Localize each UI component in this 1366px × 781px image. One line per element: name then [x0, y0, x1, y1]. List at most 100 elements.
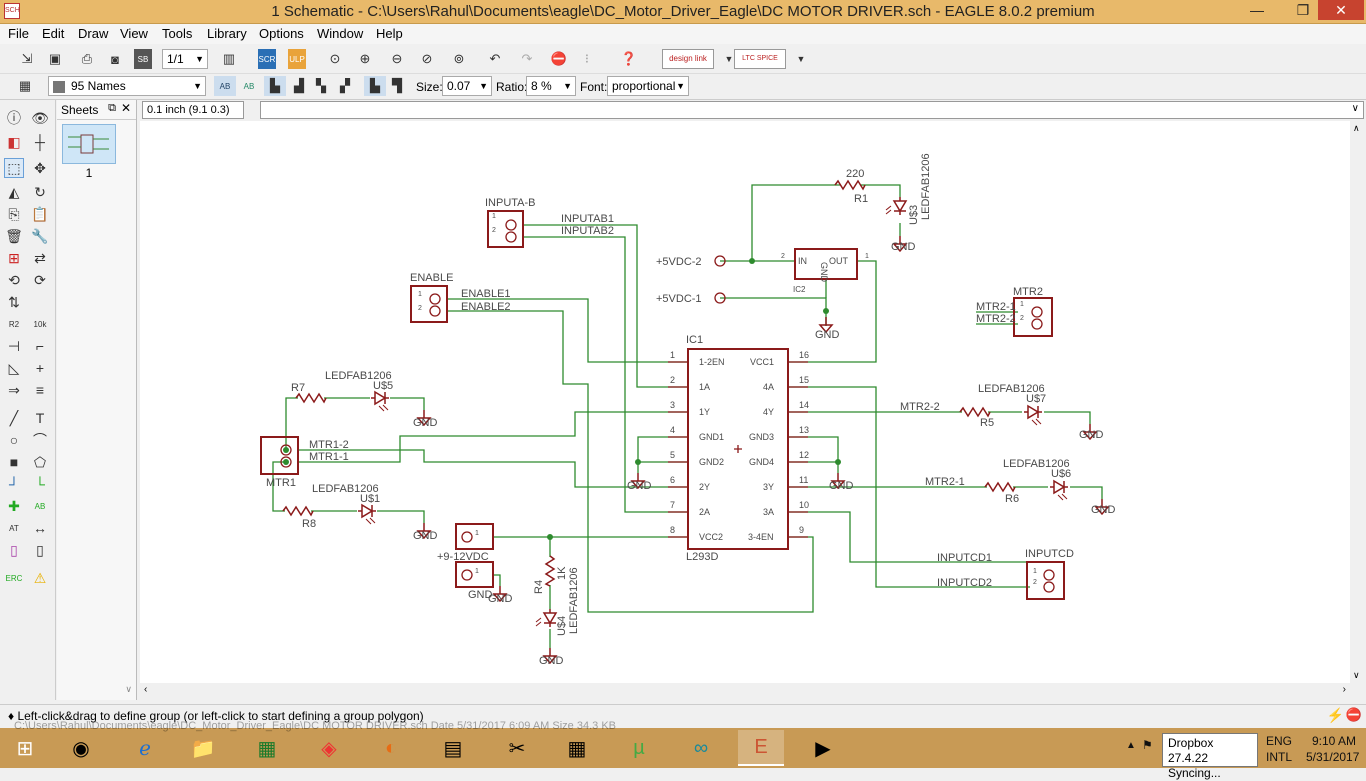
stop-command-icon[interactable]: ⛔: [1345, 707, 1362, 722]
size-select[interactable]: 0.07▼: [442, 76, 492, 96]
command-line-input[interactable]: ∨: [260, 101, 1364, 119]
eagle-taskbar-icon[interactable]: E: [738, 730, 784, 766]
add-part-icon[interactable]: ⊞: [8, 249, 20, 266]
name-icon[interactable]: R2: [8, 319, 20, 329]
script-icon[interactable]: SCR: [258, 49, 276, 69]
design-link-icon[interactable]: design link: [662, 49, 714, 69]
menu-file[interactable]: File: [8, 26, 29, 41]
dimension-icon[interactable]: ↔: [33, 520, 47, 536]
cam-icon[interactable]: ◙: [111, 51, 119, 67]
store-icon[interactable]: ▦: [257, 737, 277, 760]
file-explorer-icon[interactable]: 📁: [190, 737, 216, 760]
attribute-icon[interactable]: AT: [9, 523, 19, 533]
display-layers-icon[interactable]: ◧: [7, 133, 21, 150]
port-icon[interactable]: ▯: [36, 541, 44, 558]
zoom-redraw-icon[interactable]: ⊘: [421, 51, 433, 66]
internet-explorer-icon[interactable]: ℯ: [139, 737, 151, 760]
utorrent-icon[interactable]: µ: [633, 736, 645, 759]
clock-date[interactable]: 5/31/2017: [1306, 750, 1360, 764]
value-icon[interactable]: 10k: [33, 319, 47, 329]
go-icon[interactable]: ⁝: [584, 51, 590, 66]
errors-warning-icon[interactable]: ⚠: [33, 569, 47, 586]
menu-window[interactable]: Window: [317, 26, 364, 41]
gom-player-icon[interactable]: ◈: [321, 737, 337, 760]
restore-button[interactable]: ❐: [1296, 2, 1310, 18]
rotate-icon[interactable]: ↻: [34, 183, 46, 200]
pin-swap-icon[interactable]: ⇅: [8, 293, 20, 310]
text-align-ab-icon[interactable]: AB: [214, 76, 236, 96]
sheet-select[interactable]: 1/1▼: [162, 49, 208, 69]
copy-icon[interactable]: ⎘: [8, 205, 20, 222]
menu-edit[interactable]: Edit: [42, 26, 65, 41]
open-icon[interactable]: ⇲: [21, 51, 33, 66]
menu-draw[interactable]: Draw: [78, 26, 109, 41]
menu-view[interactable]: View: [120, 26, 148, 41]
clock-time[interactable]: 9:10 AM: [1312, 734, 1357, 748]
eagle-app-icon[interactable]: SCH: [4, 3, 20, 19]
bus-icon[interactable]: ┘: [9, 476, 19, 492]
zoom-out-icon[interactable]: ⊖: [391, 51, 403, 66]
zoom-fit-icon[interactable]: ⊙: [329, 51, 341, 66]
font-select[interactable]: proportional▼: [607, 76, 689, 96]
ltc-spice-dropdown-icon[interactable]: ▼: [796, 54, 806, 64]
ltc-spice-icon[interactable]: LTC SPICE: [734, 49, 786, 69]
undock-icon[interactable]: ⧉: [108, 102, 116, 114]
align-bottom-center-icon[interactable]: ▟: [294, 78, 304, 93]
snipping-tool-icon[interactable]: ✂: [508, 737, 526, 760]
grid-icon[interactable]: ▦: [18, 78, 32, 93]
bus-connect-icon[interactable]: ≡: [35, 382, 45, 398]
close-button[interactable]: ✕: [1318, 0, 1364, 20]
net-icon[interactable]: └: [35, 476, 45, 492]
delete-icon[interactable]: 🗑: [5, 227, 23, 244]
move-icon[interactable]: ✥: [34, 159, 46, 176]
line-icon[interactable]: ╱: [9, 409, 19, 426]
erc-icon[interactable]: ERC: [5, 573, 23, 583]
scroll-up-icon[interactable]: ∧: [1353, 123, 1360, 133]
arduino-icon[interactable]: ∞: [693, 736, 709, 759]
ulp-icon[interactable]: ULP: [288, 49, 306, 69]
text-style-icon[interactable]: ▜: [392, 78, 402, 93]
start-button-icon[interactable]: ⊞: [16, 737, 34, 760]
stop-icon[interactable]: ⛔: [550, 51, 568, 66]
minimize-button[interactable]: —: [1250, 2, 1264, 18]
vertical-scrollbar[interactable]: ∧ ∨: [1350, 121, 1366, 683]
text-mirror-ab-icon[interactable]: AB: [243, 81, 255, 91]
menu-help[interactable]: Help: [376, 26, 403, 41]
sticky-notes-icon[interactable]: ▤: [443, 737, 463, 760]
sheet-thumbnail[interactable]: [62, 124, 116, 164]
help-icon[interactable]: ❓: [620, 51, 638, 66]
replace-icon[interactable]: ⇄: [34, 249, 46, 266]
firefox-icon[interactable]: ◐: [384, 736, 398, 759]
close-panel-icon[interactable]: ✕: [120, 101, 131, 115]
change-icon[interactable]: 🔧: [31, 227, 49, 244]
zoom-select-icon[interactable]: ⊚: [453, 51, 465, 66]
align-center-icon[interactable]: ▞: [340, 78, 350, 93]
run-ulp-icon[interactable]: ▥: [222, 51, 236, 66]
group-select-icon[interactable]: ⬚: [4, 158, 24, 178]
info-icon[interactable]: ⓘ: [7, 110, 21, 126]
gate-swap-icon[interactable]: ⟳: [34, 271, 46, 288]
media-player-icon[interactable]: ▶: [815, 737, 831, 760]
circle-icon[interactable]: ○: [9, 432, 19, 448]
menu-options[interactable]: Options: [259, 26, 304, 41]
schematic-canvas[interactable]: INPUTA-B INPUTAB1 INPUTAB2 ENABLE ENABLE…: [140, 121, 1350, 683]
show-icon[interactable]: 👁: [31, 109, 49, 126]
paste-icon[interactable]: 📋: [31, 205, 49, 222]
command-history-dropdown-icon[interactable]: ∨: [1351, 103, 1359, 114]
lightning-icon[interactable]: ⚡: [1326, 707, 1344, 723]
chrome-icon[interactable]: ◉: [72, 737, 90, 760]
junction-icon[interactable]: ✚: [8, 497, 20, 514]
scroll-right-icon[interactable]: ›: [1342, 684, 1346, 695]
label-icon[interactable]: AB: [34, 501, 46, 511]
menu-library[interactable]: Library: [207, 26, 247, 41]
tray-expand-icon[interactable]: ▲: [1126, 740, 1136, 751]
layer-select[interactable]: 95 Names▼: [48, 76, 206, 96]
slice-icon[interactable]: ⇒: [8, 381, 20, 398]
action-center-icon[interactable]: ⚑: [1142, 738, 1153, 752]
keyboard-layout-indicator[interactable]: INTL: [1266, 750, 1293, 764]
scroll-left-icon[interactable]: ‹: [144, 684, 148, 695]
invoke-icon[interactable]: ⟲: [8, 271, 20, 288]
calculator-icon[interactable]: ▦: [567, 737, 587, 760]
module-icon[interactable]: ▯: [10, 541, 18, 558]
align-bottom-left-icon[interactable]: ▙: [264, 76, 286, 96]
